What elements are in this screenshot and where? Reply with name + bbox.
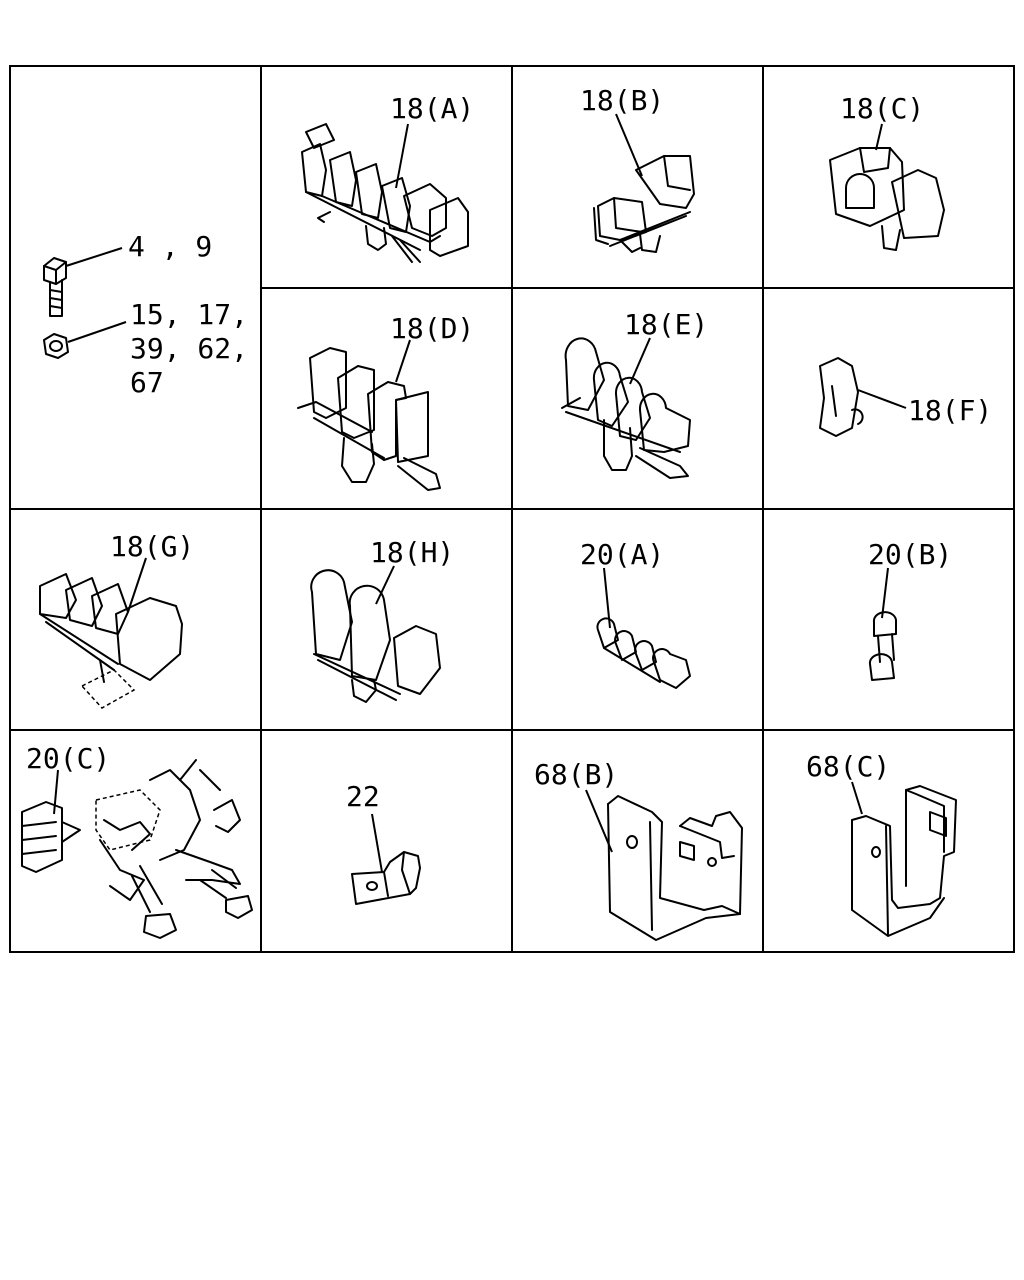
nut-label-line-3: 67 <box>130 366 164 399</box>
bracket-68c <box>851 785 957 937</box>
label-18g: 18(G) <box>110 530 194 563</box>
label-68b: 68(B) <box>534 758 618 791</box>
bolt-label: 4 , 9 <box>128 230 212 263</box>
leader-68b <box>585 789 613 853</box>
bolt-part <box>43 257 67 317</box>
leader-68c <box>851 781 863 815</box>
label-20a: 20(A) <box>580 538 664 571</box>
label-22: 22 <box>346 780 380 813</box>
label-68c: 68(C) <box>806 750 890 783</box>
clip-20a <box>596 617 691 689</box>
label-18e: 18(E) <box>624 308 708 341</box>
clip-18c <box>829 147 945 251</box>
label-20b: 20(B) <box>868 538 952 571</box>
clip-18h <box>310 569 441 703</box>
leader-18f <box>857 389 907 409</box>
grid <box>9 65 1015 953</box>
nut-label-line-2: 39, 62, <box>130 332 248 365</box>
clip-20c <box>21 759 253 939</box>
clip-18a <box>301 123 469 263</box>
clip-18e <box>561 337 691 479</box>
clip-18b <box>593 155 695 253</box>
label-18b: 18(B) <box>580 84 664 117</box>
leader-18d <box>395 339 411 383</box>
leader-20a <box>603 567 611 629</box>
bracket-22 <box>351 851 421 905</box>
label-18a: 18(A) <box>390 92 474 125</box>
nut-label-line-1: 15, 17, <box>130 298 248 331</box>
nut-leader <box>67 321 127 343</box>
leader-18e <box>629 337 651 385</box>
clip-18g <box>39 573 183 709</box>
bracket-68b <box>607 795 743 941</box>
nut-part <box>43 333 69 359</box>
label-18c: 18(C) <box>840 92 924 125</box>
bolt-leader <box>65 247 123 267</box>
leader-20c <box>53 769 59 815</box>
leader-18h <box>375 565 395 605</box>
leader-18c <box>875 123 883 151</box>
clip-20b <box>868 611 897 681</box>
leader-18a <box>395 123 409 189</box>
label-18d: 18(D) <box>390 312 474 345</box>
label-20c: 20(C) <box>26 742 110 775</box>
leader-18b <box>615 113 643 177</box>
leader-22 <box>371 813 383 873</box>
clip-18d <box>297 347 441 491</box>
label-18h: 18(H) <box>370 536 454 569</box>
leader-18g <box>127 557 147 613</box>
clip-18f <box>819 357 864 437</box>
leader-20b <box>881 567 889 619</box>
label-18f: 18(F) <box>908 394 992 427</box>
